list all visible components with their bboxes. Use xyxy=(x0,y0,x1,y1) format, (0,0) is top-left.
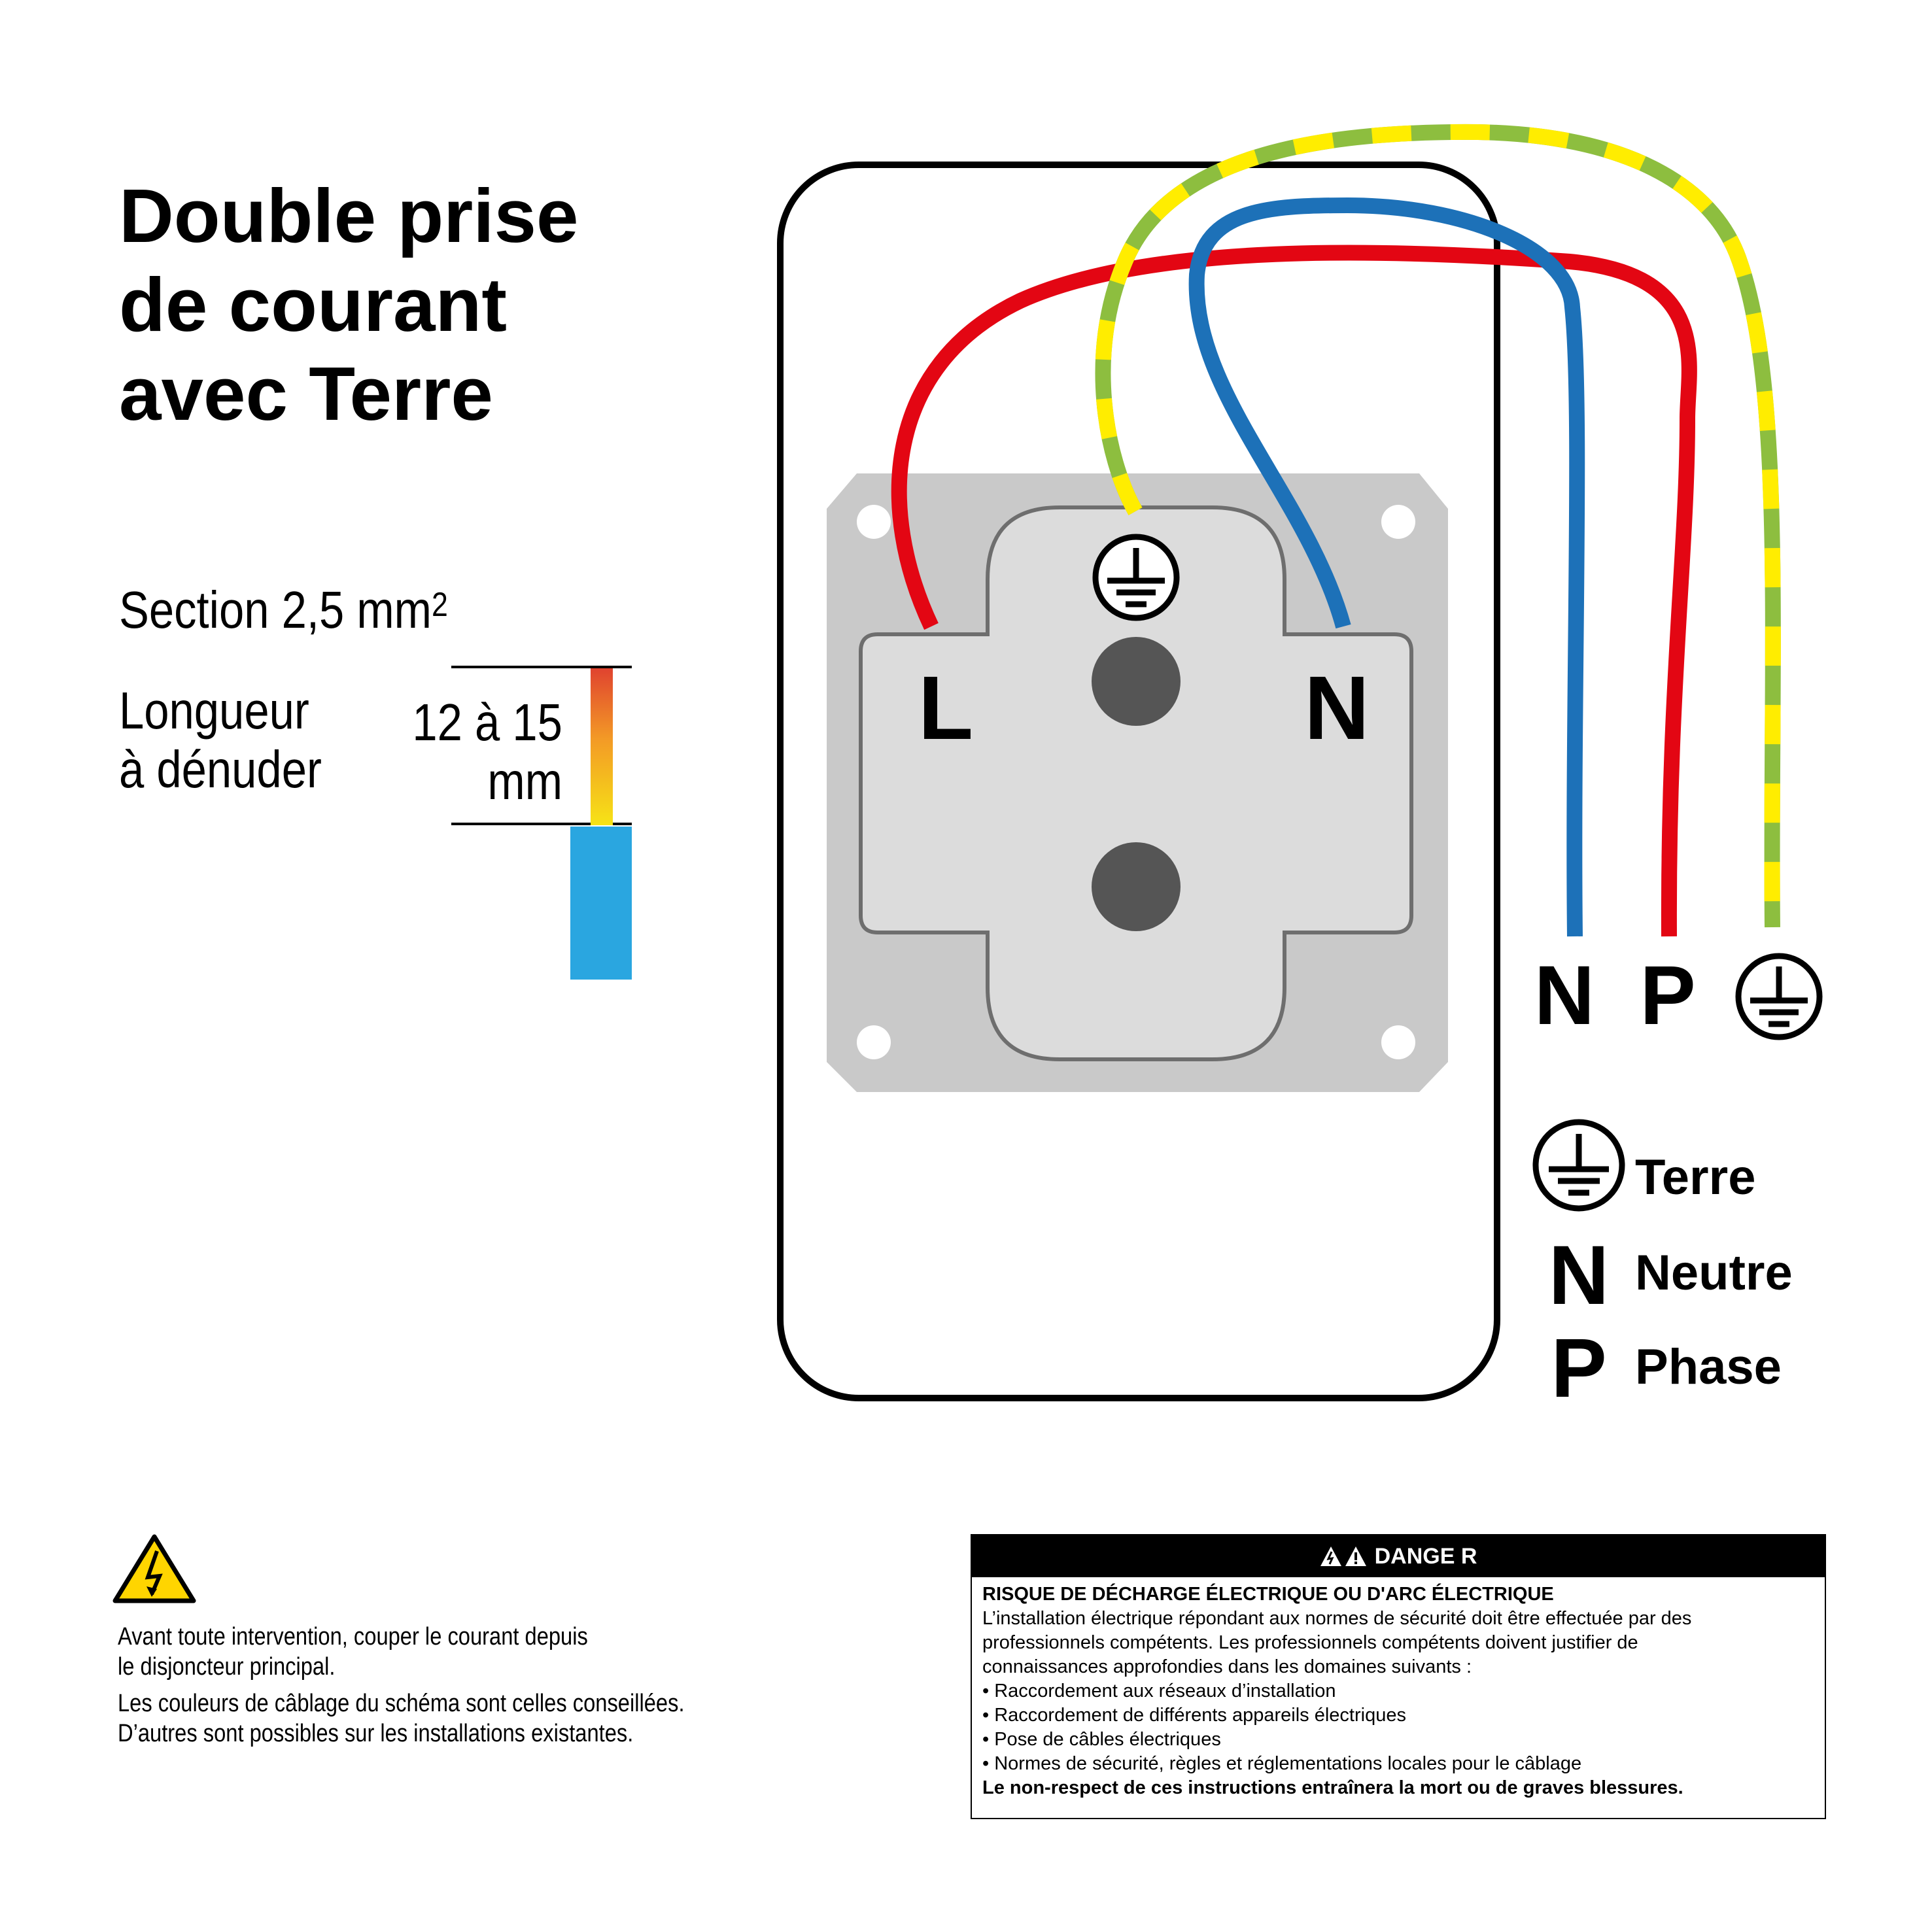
legend-label-neutre: Neutre xyxy=(1635,1245,1793,1301)
danger-intro-1: L’installation électrique répondant aux … xyxy=(982,1608,1692,1629)
wire-section-label: Section 2,5 mm2 xyxy=(119,581,448,640)
screw-hole-bottom-right xyxy=(1381,1025,1415,1059)
screw-hole-top-right xyxy=(1381,505,1415,539)
socket-terminal-n: N xyxy=(1304,658,1370,759)
section-superscript: 2 xyxy=(431,586,448,624)
screw-hole-bottom-left xyxy=(857,1025,891,1059)
strip-length-line-1: 12 à 15 xyxy=(412,693,562,751)
title-line-2: de courant xyxy=(119,262,507,347)
legend-symbol-n: N xyxy=(1549,1229,1609,1322)
socket-pin-bottom xyxy=(1092,842,1181,931)
strip-length-label: Longueur à dénuder xyxy=(119,681,322,799)
socket-terminal-l: L xyxy=(918,658,973,759)
legend-label-terre: Terre xyxy=(1635,1150,1755,1205)
power-off-warning: Avant toute intervention, couper le cour… xyxy=(118,1622,772,1682)
warning-triangle-icon xyxy=(1320,1547,1366,1566)
page-title: Double prise de courant avec Terre xyxy=(119,171,579,438)
danger-title: RISQUE DE DÉCHARGE ÉLECTRIQUE OU D'ARC É… xyxy=(982,1584,1554,1605)
warning-line-4: D’autres sont possibles sur les installa… xyxy=(118,1720,634,1747)
warning-line-1: Avant toute intervention, couper le cour… xyxy=(118,1623,588,1650)
socket-earth-icon xyxy=(1092,534,1180,621)
strip-length-value: 12 à 15 mm xyxy=(366,693,562,811)
strip-top-line xyxy=(451,666,632,668)
neutral-wire xyxy=(1188,197,1585,937)
danger-body: RISQUE DE DÉCHARGE ÉLECTRIQUE OU D'ARC É… xyxy=(972,1577,1825,1805)
strip-label-line-1: Longueur xyxy=(119,681,309,740)
terminal-label-n: N xyxy=(1534,949,1595,1042)
list-item: Raccordement aux réseaux d’installation xyxy=(982,1679,1814,1703)
legend-earth-icon xyxy=(1532,1119,1625,1212)
socket-pin-top xyxy=(1092,637,1181,726)
warning-line-3: Les couleurs de câblage du schéma sont c… xyxy=(118,1690,685,1717)
wire-insulation xyxy=(570,827,632,980)
earth-wire-yellow xyxy=(1095,124,1781,928)
stripped-conductor xyxy=(591,668,613,825)
list-item: Raccordement de différents appareils éle… xyxy=(982,1703,1814,1728)
danger-intro-2: professionnels compétents. Les professio… xyxy=(982,1632,1638,1653)
warning-line-2: le disjoncteur principal. xyxy=(118,1653,336,1681)
list-item: Pose de câbles électriques xyxy=(982,1728,1814,1752)
danger-intro-3: connaissances approfondies dans les doma… xyxy=(982,1656,1472,1677)
terminal-label-p: P xyxy=(1640,949,1695,1042)
electric-hazard-icon xyxy=(112,1534,196,1603)
legend-label-phase: Phase xyxy=(1635,1339,1782,1395)
danger-notice: DANGE R RISQUE DE DÉCHARGE ÉLECTRIQUE OU… xyxy=(971,1534,1826,1819)
danger-footer: Le non-respect de ces instructions entra… xyxy=(982,1777,1683,1798)
socket-face xyxy=(859,505,1413,1061)
wiring-color-note: Les couleurs de câblage du schéma sont c… xyxy=(118,1688,804,1749)
danger-header: DANGE R xyxy=(972,1535,1825,1577)
strip-length-line-2: mm xyxy=(487,752,562,810)
screw-hole-top-left xyxy=(857,505,891,539)
strip-label-line-2: à dénuder xyxy=(119,740,322,798)
section-text: Section 2,5 mm xyxy=(119,581,432,639)
danger-list: Raccordement aux réseaux d’installation … xyxy=(982,1679,1814,1776)
title-line-1: Double prise xyxy=(119,173,579,258)
strip-bottom-line xyxy=(451,823,632,825)
terminal-earth-icon xyxy=(1735,953,1823,1040)
list-item: Normes de sécurité, règles et réglementa… xyxy=(982,1752,1814,1776)
danger-header-text: DANGE R xyxy=(1374,1543,1477,1569)
legend-symbol-p: P xyxy=(1551,1322,1606,1415)
title-line-3: avec Terre xyxy=(119,351,493,436)
